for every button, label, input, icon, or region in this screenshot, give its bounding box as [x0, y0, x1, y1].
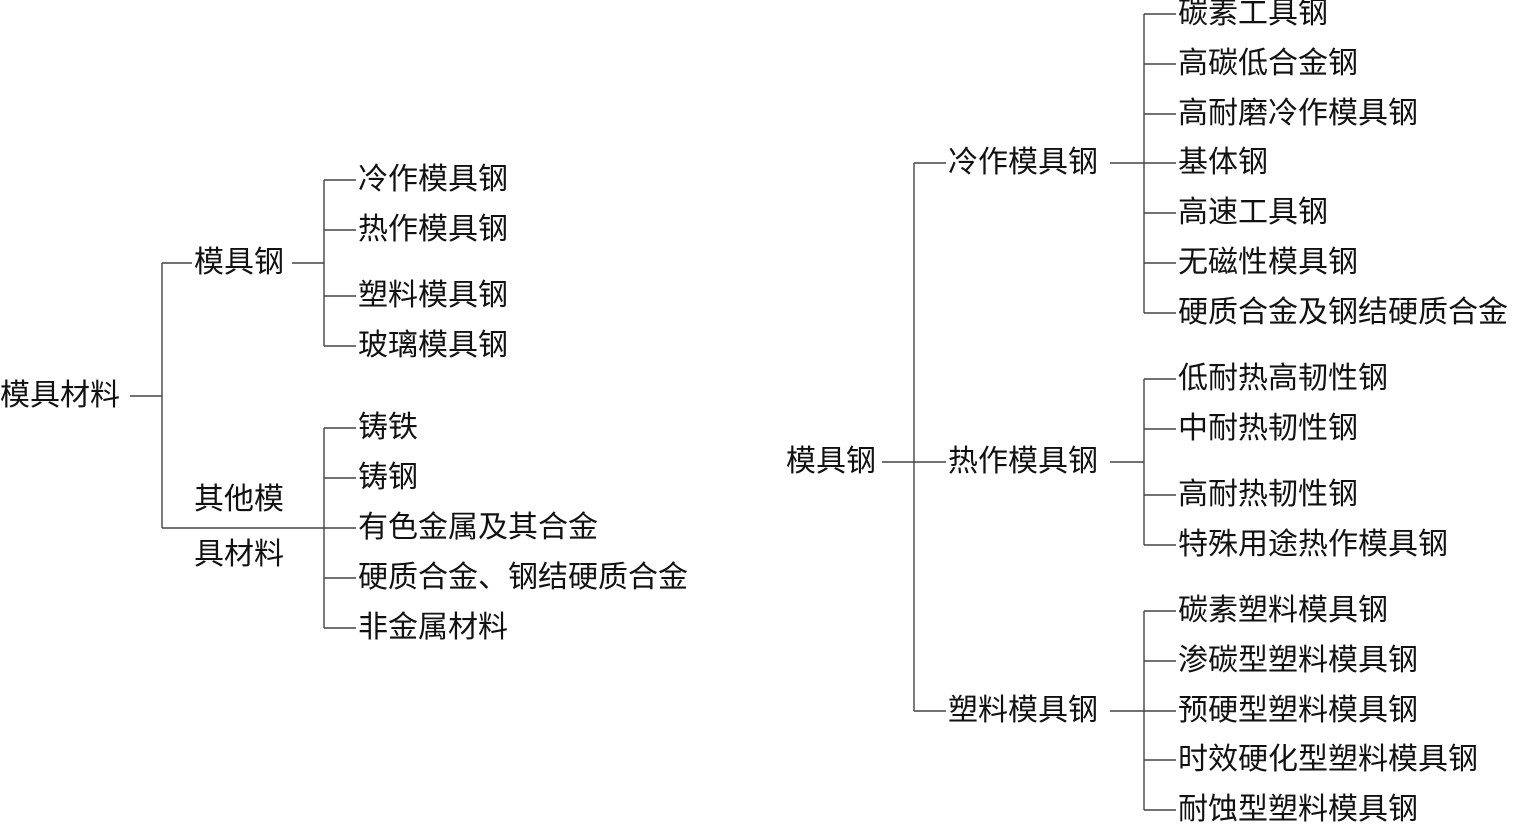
right-plastic-child: 碳素塑料模具钢 [1178, 593, 1388, 628]
left-other-child: 非金属材料 [358, 610, 508, 645]
right-plastic-node: 塑料模具钢 [948, 693, 1098, 728]
right-cold-work-child: 无磁性模具钢 [1178, 245, 1358, 280]
left-other-child: 有色金属及其合金 [358, 510, 598, 545]
right-hot-work-child: 特殊用途热作模具钢 [1178, 527, 1448, 562]
left-other-node-line2: 具材料 [194, 537, 284, 572]
right-plastic-child: 时效硬化型塑料模具钢 [1178, 742, 1478, 777]
right-hot-work-child: 高耐热韧性钢 [1178, 477, 1358, 512]
right-cold-work-node: 冷作模具钢 [948, 145, 1098, 180]
left-other-child: 铸铁 [358, 410, 418, 445]
right-cold-work-child: 高速工具钢 [1178, 195, 1328, 230]
right-hot-work-node: 热作模具钢 [948, 444, 1098, 479]
left-die-steel-child: 塑料模具钢 [358, 278, 508, 313]
right-root-node: 模具钢 [786, 444, 876, 479]
right-plastic-child: 耐蚀型塑料模具钢 [1178, 792, 1418, 827]
right-plastic-child: 预硬型塑料模具钢 [1178, 693, 1418, 728]
left-die-steel-child: 玻璃模具钢 [358, 328, 508, 363]
left-die-steel-child: 冷作模具钢 [358, 162, 508, 197]
left-die-steel-child: 热作模具钢 [358, 212, 508, 247]
right-cold-work-child: 基体钢 [1178, 145, 1268, 180]
right-hot-work-child: 中耐热韧性钢 [1178, 411, 1358, 446]
left-other-node-line1: 其他模 [194, 482, 284, 517]
right-hot-work-child: 低耐热高韧性钢 [1178, 361, 1388, 396]
right-cold-work-child: 高耐磨冷作模具钢 [1178, 96, 1418, 131]
right-cold-work-child: 硬质合金及钢结硬质合金 [1178, 295, 1508, 330]
right-cold-work-child: 高碳低合金钢 [1178, 46, 1358, 81]
left-root-node: 模具材料 [0, 378, 120, 413]
left-other-child: 铸钢 [358, 460, 418, 495]
right-plastic-child: 渗碳型塑料模具钢 [1178, 643, 1418, 678]
right-cold-work-child: 碳素工具钢 [1178, 0, 1328, 31]
left-die-steel-node: 模具钢 [194, 245, 284, 280]
left-other-child: 硬质合金、钢结硬质合金 [358, 560, 688, 595]
